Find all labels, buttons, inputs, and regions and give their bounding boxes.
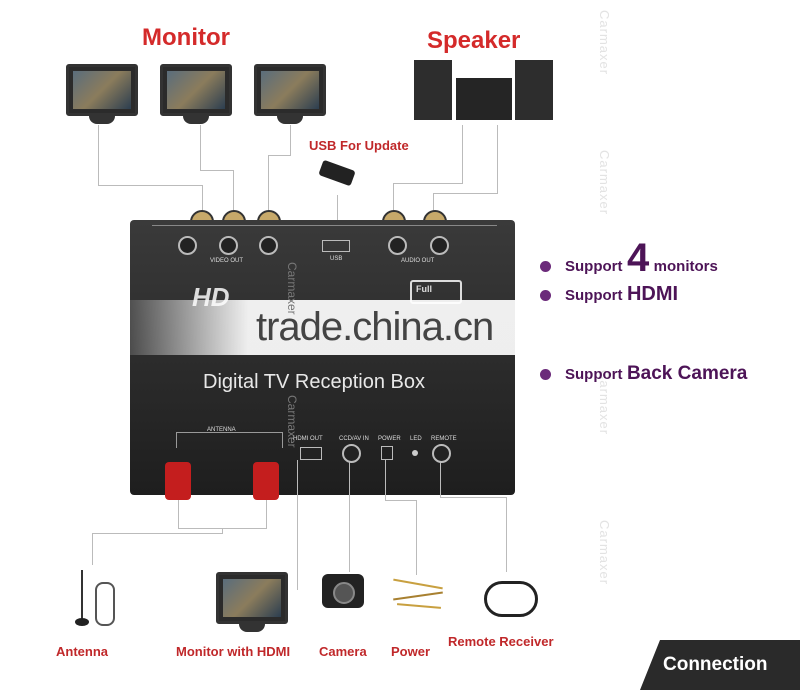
tv-reception-box: [130, 220, 515, 495]
monitor-hdmi-image: [216, 572, 288, 632]
usb-stick-image: [318, 159, 356, 187]
video-out-jack: [178, 236, 197, 255]
power-cable-image: [389, 575, 447, 615]
watermark-band: [130, 300, 720, 355]
box-watermark: Carmaxer: [285, 395, 299, 448]
video-out-port-label: VIDEO OUT: [210, 258, 244, 264]
feature-bullet-icon: [540, 369, 551, 381]
connection-label: Connection: [663, 654, 768, 675]
feature-bullet-icon: [540, 290, 551, 302]
side-watermark: Carmaxer: [597, 520, 612, 586]
antenna-connector: [165, 462, 191, 500]
video-out-jack: [259, 236, 278, 255]
box-watermark: Carmaxer: [285, 262, 299, 315]
feature-monitors: Support 4 monitors: [540, 236, 718, 281]
remote-jack: [432, 444, 451, 463]
remote-port-label: REMOTE: [431, 436, 457, 442]
monitor-image: [66, 64, 138, 124]
monitor-hdmi-label: Monitor with HDMI: [176, 644, 291, 659]
speaker-title: Speaker: [427, 27, 521, 54]
antenna-connector: [253, 462, 279, 500]
camera-label: Camera: [319, 644, 367, 659]
remote-receiver-label: Remote Receiver: [448, 634, 554, 649]
monitor-image: [254, 64, 326, 124]
camera-image: [322, 574, 364, 608]
video-out-jack: [219, 236, 238, 255]
speaker-right-image: [515, 60, 553, 120]
feature-back-camera: Support Back Camera: [540, 363, 747, 385]
remote-receiver-image: [480, 575, 540, 620]
monitor-image: [160, 64, 232, 124]
box-title: Digital TV Reception Box: [203, 371, 425, 393]
side-watermark: Carmaxer: [597, 150, 612, 216]
antenna-label: Antenna: [56, 644, 108, 659]
stereo-unit-image: [456, 78, 512, 120]
feature-bullet-icon: [540, 261, 551, 273]
ccd-av-in-label: CCD/AV IN: [339, 436, 369, 442]
antenna-bracket: [176, 432, 283, 448]
audio-out-jack: [430, 236, 449, 255]
monitor-title: Monitor: [142, 24, 230, 51]
feature-number: 4: [626, 236, 650, 280]
usb-port-label: USB: [330, 256, 343, 262]
side-watermark: Carmaxer: [597, 370, 612, 436]
led-label: LED: [410, 436, 422, 442]
side-watermark: Carmaxer: [597, 10, 612, 76]
usb-port: [322, 240, 350, 252]
connection-footer: [640, 640, 800, 690]
audio-out-jack: [388, 236, 407, 255]
watermark-text: trade.china.cn: [256, 305, 494, 349]
hdmi-out-label: HDMI OUT: [293, 436, 323, 442]
power-port-label: POWER: [378, 436, 401, 442]
ccd-av-in-jack: [342, 444, 361, 463]
power-label: Power: [391, 644, 431, 659]
feature-hdmi: Support HDMI: [540, 283, 678, 306]
speaker-left-image: [414, 60, 452, 120]
usb-update-label: USB For Update: [309, 138, 409, 153]
box-top-panel: [152, 225, 497, 261]
power-port: [381, 446, 393, 460]
audio-out-port-label: AUDIO OUT: [401, 258, 435, 264]
antenna-image: [75, 570, 115, 628]
led-indicator: [412, 450, 418, 456]
hdmi-port: [300, 447, 322, 460]
antenna-port-label: ANTENNA: [207, 427, 236, 433]
